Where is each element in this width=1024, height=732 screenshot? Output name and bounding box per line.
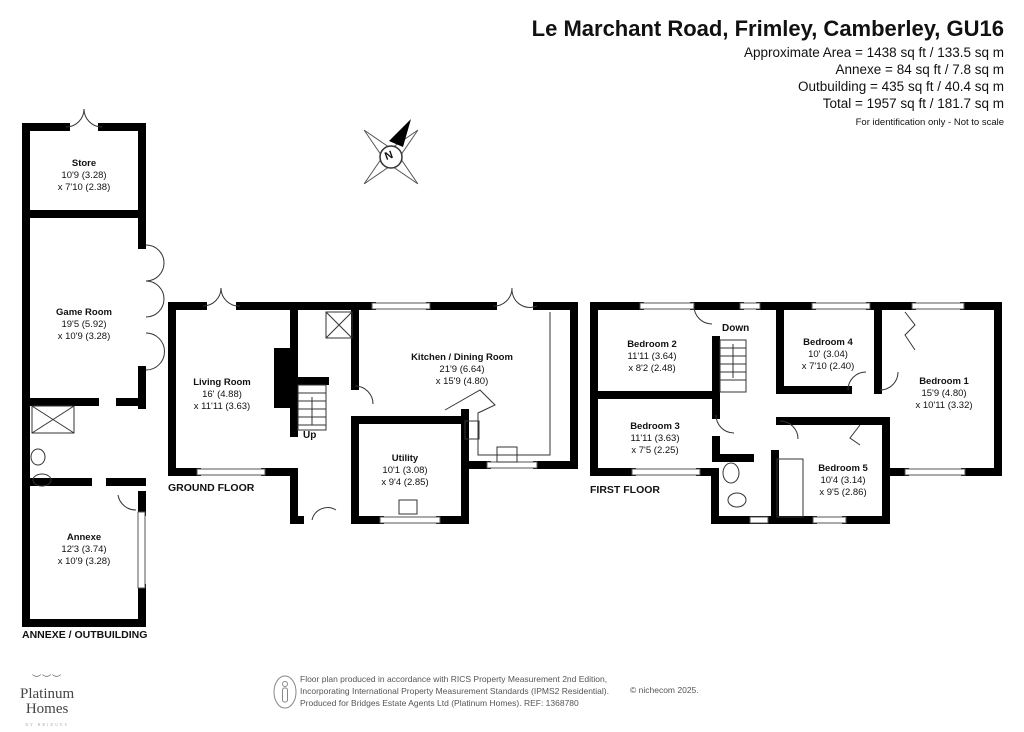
first-floor-walls [590,302,1002,524]
ground-floor-label: GROUND FLOOR [168,482,255,494]
logo-birds-icon: ︶︶︶ [32,674,63,684]
area-approximate: Approximate Area = 1438 sq ft / 133.5 sq… [743,45,1004,60]
logo-line-1: Platinum [20,686,75,702]
person-icon [273,675,297,709]
stairs-up-label: Up [303,430,317,441]
footer-notes: Floor plan produced in accordance with R… [300,673,609,709]
scale-disclaimer: For identification only - Not to scale [855,117,1004,128]
first-floor-label: FIRST FLOOR [590,484,660,496]
compass-north-icon [363,119,419,185]
platinum-homes-logo: ︶︶︶ Platinum Homes BY BRIDGES [20,672,74,732]
footer-line: Produced for Bridges Estate Agents Ltd (… [300,698,579,708]
area-annexe: Annexe = 84 sq ft / 7.8 sq m [835,62,1004,77]
annexe-outbuilding-walls [22,108,165,627]
stairs-down-label: Down [722,323,750,334]
area-outbuilding: Outbuilding = 435 sq ft / 40.4 sq m [797,79,1004,94]
logo-tagline: BY BRIDGES [25,722,69,727]
area-summary: Approximate Area = 1438 sq ft / 133.5 sq… [744,44,1004,112]
footer-line: Floor plan produced in accordance with R… [300,674,608,684]
annexe-outbuilding-label: ANNEXE / OUTBUILDING [22,629,148,641]
footer-line: Incorporating International Property Mea… [300,686,609,696]
area-total: Total = 1957 sq ft / 181.7 sq m [822,96,1004,111]
ground-floor-walls [168,287,578,524]
logo-line-2: Homes [25,701,69,717]
property-title: Le Marchant Road, Frimley, Camberley, GU… [531,16,1004,41]
copyright: © nichecom 2025. [630,685,699,695]
